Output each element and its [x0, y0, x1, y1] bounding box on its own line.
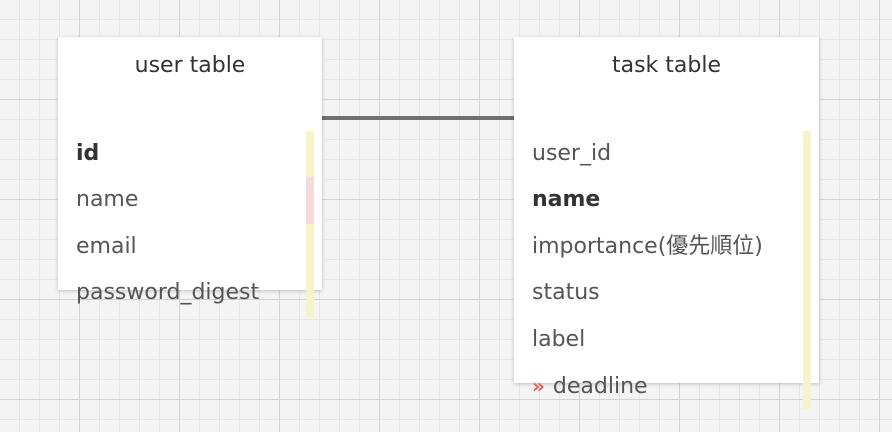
column-indicator-strip	[306, 223, 314, 271]
column-indicator-strip	[306, 270, 314, 317]
task-column-row[interactable]: label	[514, 316, 819, 363]
column-name: label	[532, 326, 586, 352]
task-table-columns: user_id name importance(優先順位) status lab…	[514, 131, 819, 410]
column-indicator-strip	[306, 131, 314, 178]
task-table-title: task table	[611, 53, 722, 78]
user-table-card[interactable]: user table id name email password_digest	[58, 37, 322, 317]
column-indicator-strip	[803, 362, 811, 410]
column-name: email	[76, 233, 137, 259]
column-name: deadline	[552, 373, 648, 399]
user-column-row[interactable]: email	[58, 223, 322, 271]
column-indicator-strip	[803, 316, 811, 363]
task-column-row[interactable]: name	[514, 177, 819, 224]
column-name: name	[76, 187, 139, 213]
user-column-row[interactable]: password_digest	[58, 270, 322, 317]
column-name: password_digest	[76, 280, 260, 306]
user-table-title: user table	[134, 53, 246, 78]
task-column-row[interactable]: user_id	[514, 131, 819, 178]
task-column-row[interactable]: » deadline	[514, 362, 819, 410]
user-column-row[interactable]: name	[58, 177, 322, 224]
column-name: id	[76, 141, 100, 166]
column-indicator-strip	[803, 177, 811, 224]
foreign-marker-icon: »	[532, 373, 545, 398]
column-indicator-strip	[803, 223, 811, 271]
column-indicator-strip	[803, 270, 811, 317]
task-column-row[interactable]: status	[514, 270, 819, 317]
task-table-card[interactable]: task table user_id name importance(優先順位)…	[514, 37, 819, 410]
column-indicator-strip	[306, 177, 314, 224]
task-column-row[interactable]: importance(優先順位)	[514, 223, 819, 271]
user-column-row[interactable]: id	[58, 131, 322, 178]
column-name: importance(優先順位)	[532, 233, 763, 259]
column-name: status	[532, 280, 600, 306]
user-table-columns: id name email password_digest	[58, 131, 322, 317]
column-name: name	[532, 187, 601, 213]
column-name: user_id	[532, 141, 612, 166]
column-indicator-strip	[803, 131, 811, 178]
